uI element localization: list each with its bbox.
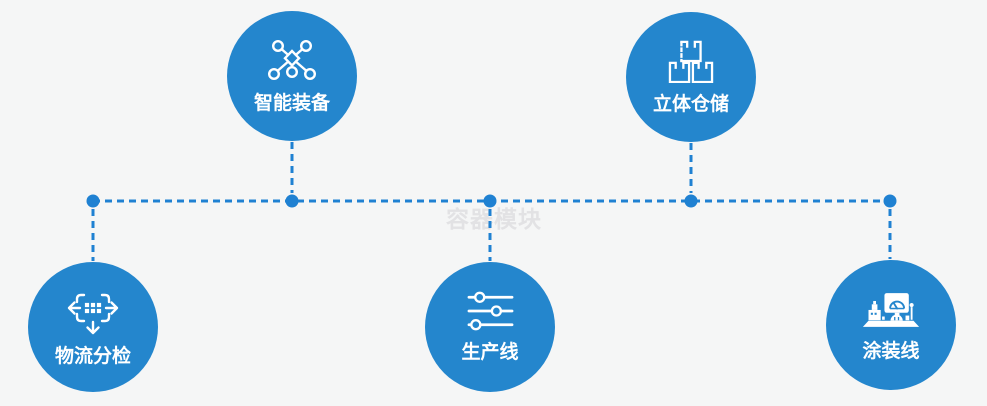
junction-dot — [684, 194, 698, 208]
network-nodes-icon — [268, 39, 316, 80]
node-circle: 智能装备 — [227, 11, 357, 141]
junction-dot — [86, 194, 100, 208]
node-stereo-warehouse: 立体仓储 — [626, 12, 756, 172]
node-label: 立体仓储 — [652, 92, 729, 115]
node-production-line: 生产线 — [425, 262, 555, 406]
node-circle: 立体仓储 — [626, 12, 756, 142]
node-logistics-sorting: 物流分检 — [28, 262, 158, 406]
sliders-icon — [467, 291, 513, 330]
node-label: 生产线 — [461, 340, 519, 363]
node-label: 涂装线 — [862, 339, 920, 362]
node-circle: 生产线 — [425, 262, 555, 392]
control-panel-icon — [862, 292, 920, 327]
junction-dot — [483, 194, 497, 208]
node-circle: 物流分检 — [28, 262, 158, 392]
node-label: 智能装备 — [253, 91, 330, 114]
distribute-arrows-icon — [67, 293, 119, 334]
node-smart-equipment: 智能装备 — [227, 11, 357, 171]
junction-dot — [883, 194, 897, 208]
node-painting-line: 涂装线 — [826, 260, 956, 406]
stacked-boxes-icon — [668, 40, 714, 83]
watermark-text: 容器模块 — [446, 207, 542, 233]
junction-dot — [285, 194, 299, 208]
node-label: 物流分检 — [54, 344, 131, 367]
node-circle: 涂装线 — [826, 260, 956, 390]
